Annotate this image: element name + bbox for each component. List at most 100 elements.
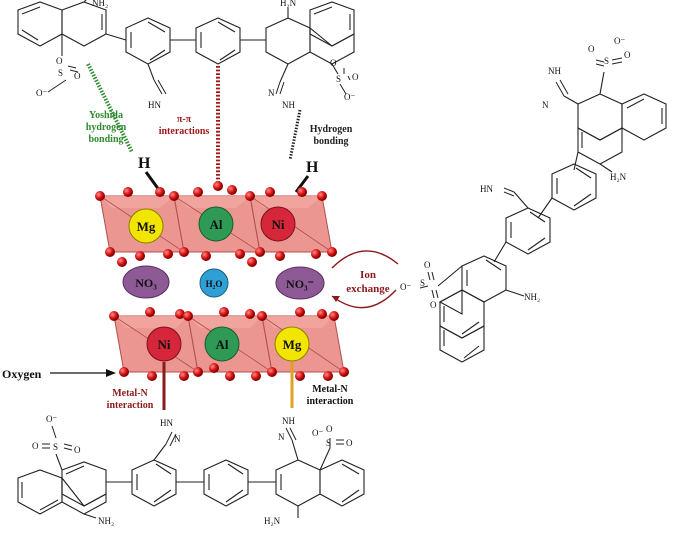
metal-n-left-line-2: interaction — [107, 400, 154, 411]
released-azo-bonds — [419, 57, 623, 299]
metal-n-label-left: Metal-N interaction — [107, 388, 154, 411]
oxygen-atom — [339, 367, 349, 377]
oxygen-atom — [247, 257, 257, 267]
water-label: H₂O — [206, 279, 223, 289]
hydrogen-line-2: bonding — [313, 136, 348, 147]
oxygen-atom — [227, 185, 237, 195]
top-left-o-minus: O⁻ — [36, 88, 47, 98]
mg-label-bottom: Mg — [283, 337, 302, 352]
oxygen-atom — [169, 191, 179, 201]
released-bottom-nh2: NH₂ — [524, 292, 540, 302]
hydrogen-bond-line — [288, 109, 302, 161]
ion-exchange-arc-bottom — [331, 289, 397, 309]
oxygen-atom — [193, 187, 203, 197]
top-right-h2n-label: H₂N — [280, 0, 297, 8]
oxygen-atom — [323, 371, 333, 381]
bottom-left-hn-label: HN — [160, 418, 173, 428]
released-top-o-minus: O⁻ — [614, 36, 625, 46]
top-right-o1: O — [330, 58, 337, 68]
oxygen-atoms — [95, 181, 349, 381]
metal-n-right-line-2: interaction — [307, 396, 354, 407]
released-top-sulfur: S — [604, 56, 609, 66]
oxygen-atom — [267, 367, 277, 377]
pi-pi-label: π-π interactions — [159, 114, 210, 137]
oxygen-atom — [311, 249, 321, 259]
released-bottom-o-minus: O⁻ — [400, 282, 411, 292]
top-dye-labels: NH₂ H₂N S O O O⁻ HN S O O O⁻ N NH — [36, 0, 359, 110]
bottom-left-o1: O — [32, 441, 39, 451]
mg-atom-top — [128, 208, 164, 244]
hydrogen-bonding-label: Hydrogen bonding — [310, 124, 353, 147]
bottom-right-n-label: N — [278, 432, 285, 442]
pi-pi-line-2: interactions — [159, 126, 210, 137]
oxygen-atom — [225, 371, 235, 381]
oxygen-atom — [255, 247, 265, 257]
released-dye-labels: S O O O⁻ NH N H₂N HN NH₂ S O⁻ O O — [400, 36, 631, 310]
oxygen-atom — [193, 367, 203, 377]
top-right-nh-label: NH — [282, 100, 295, 110]
oxygen-atom — [109, 311, 119, 321]
top-azo-bonds — [47, 65, 351, 95]
oxygen-atom — [135, 251, 145, 261]
oxygen-atom — [183, 311, 193, 321]
ion-exchange-arc-top — [331, 250, 399, 269]
released-top-n: N — [542, 100, 549, 110]
interlayer: NO₃ H₂O NO₃⁻ — [122, 265, 325, 300]
oxygen-atom — [265, 187, 275, 197]
yoshida-bond-line — [86, 63, 134, 153]
bottom-left-o-minus: O⁻ — [46, 414, 57, 424]
al-atom-bottom — [204, 326, 240, 362]
top-right-sulfur: S — [336, 74, 341, 84]
oxygen-atom — [297, 187, 307, 197]
released-mid-hn: HN — [480, 184, 493, 194]
oxygen-atom — [155, 187, 165, 197]
bottom-azo-bonds — [42, 425, 344, 451]
ion-exchange: Ion exchange — [331, 250, 399, 309]
released-bottom-sulfur: S — [420, 278, 425, 288]
oxygen-atom — [251, 371, 261, 381]
ni-label-top: Ni — [272, 217, 285, 232]
oxygen-atom — [123, 187, 133, 197]
released-top-nh: NH — [548, 66, 561, 76]
oxygen-atom — [219, 307, 229, 317]
released-top-o2: O — [624, 50, 631, 60]
bottom-dye-molecule — [17, 439, 365, 519]
ion-exchange-line-1: Ion — [360, 269, 376, 281]
nitrate-ion-left — [122, 265, 170, 299]
oxygen-label: Oxygen — [2, 367, 42, 381]
oxygen-atom — [295, 307, 305, 317]
top-right-o2: O — [352, 72, 359, 82]
oxygen-atom — [105, 247, 115, 257]
bottom-right-o1: O — [346, 438, 353, 448]
oxygen-atom — [95, 191, 105, 201]
nitrate-ion-right — [275, 266, 325, 300]
oxygen-atom — [275, 251, 285, 261]
oxygen-atom — [245, 191, 255, 201]
top-left-hn-label: HN — [148, 100, 161, 110]
bottom-left-n-label: N — [174, 434, 181, 444]
yoshida-label: Yoshida hydrogen bonding — [86, 110, 127, 145]
metal-n-right-line-1: Metal-N — [312, 384, 348, 395]
oxygen-pointer: Oxygen — [2, 367, 116, 381]
oxygen-atom — [295, 371, 305, 381]
mg-label-top: Mg — [137, 219, 156, 234]
ni-label-bottom: Ni — [158, 337, 171, 352]
released-bottom-o1: O — [424, 260, 431, 270]
oxygen-atom — [329, 311, 339, 321]
ni-atom-top — [260, 206, 296, 242]
bottom-right-o-minus: O⁻ — [312, 428, 323, 438]
oxygen-atom — [179, 371, 189, 381]
bottom-right-sulfur: S — [326, 438, 331, 448]
ni-atom-bottom — [146, 326, 182, 362]
oxygen-atom — [327, 247, 337, 257]
bottom-right-o2: O — [326, 424, 333, 434]
top-left-nh2-label: NH₂ — [92, 0, 108, 8]
oxygen-atom — [317, 309, 327, 319]
oxygen-atom — [317, 191, 327, 201]
bottom-right-nh-label: NH — [282, 416, 295, 426]
metal-n-label-right: Metal-N interaction — [307, 384, 354, 407]
top-metals: Mg Al Ni — [128, 206, 296, 244]
oxygen-atom — [145, 307, 155, 317]
released-top-o1: O — [588, 44, 595, 54]
